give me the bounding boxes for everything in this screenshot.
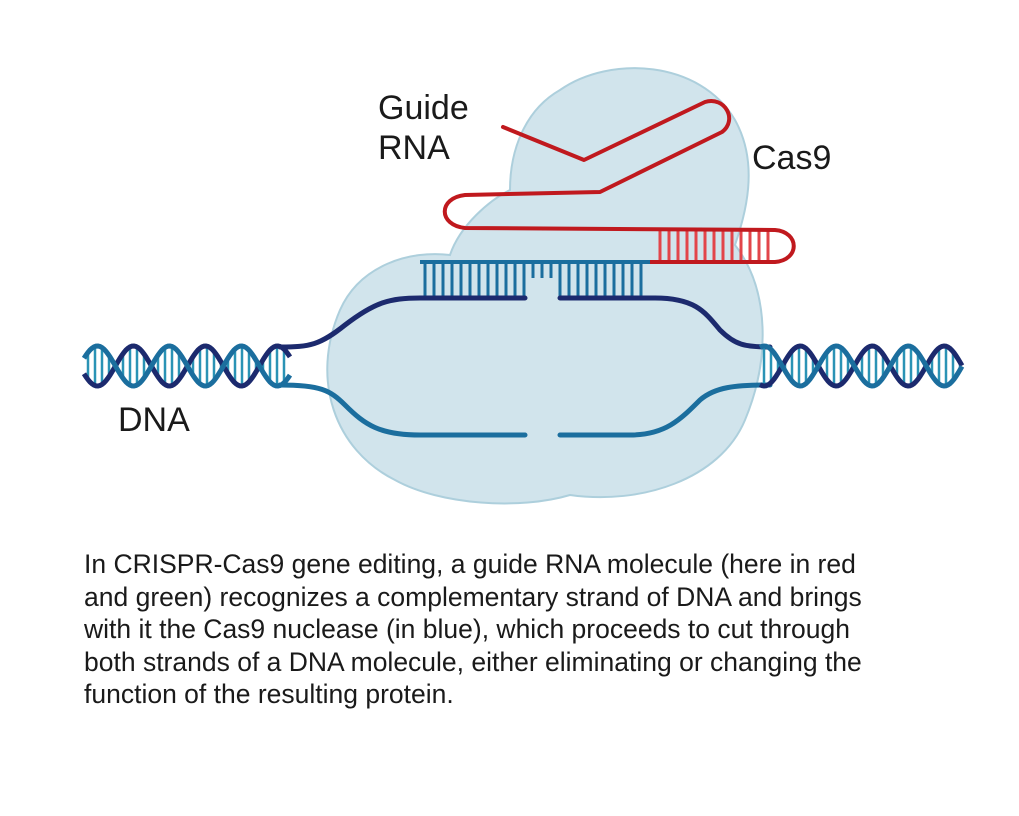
dna-bottom-strand-right (557, 382, 773, 438)
cas9-protein (326, 67, 764, 505)
dna-helix-right (758, 343, 965, 389)
dna-top-strand-right (557, 295, 773, 350)
guide-rna-strand (442, 99, 796, 264)
cas9-label: Cas9 (752, 139, 832, 177)
dna-helix-left (81, 343, 293, 389)
target-dna-rungs (423, 262, 643, 298)
helix-strand (758, 343, 965, 389)
helix-strand (758, 343, 965, 389)
dna-label: DNA (118, 401, 190, 439)
figure-caption: In CRISPR-Cas9 gene editing, a guide RNA… (84, 549, 862, 709)
dna-bottom-strand-left (277, 382, 528, 438)
dna-top-strand-left (277, 295, 528, 350)
helix-strand (81, 343, 293, 389)
guide-rna-rungs (658, 230, 770, 262)
guide-rna-label: Guide RNA (378, 88, 469, 168)
guide-label-line2: RNA (378, 129, 450, 167)
crispr-diagram: Guide RNA Cas9 DNA (81, 67, 965, 505)
guide-label-line1: Guide (378, 89, 469, 127)
crispr-illustration (81, 67, 965, 505)
